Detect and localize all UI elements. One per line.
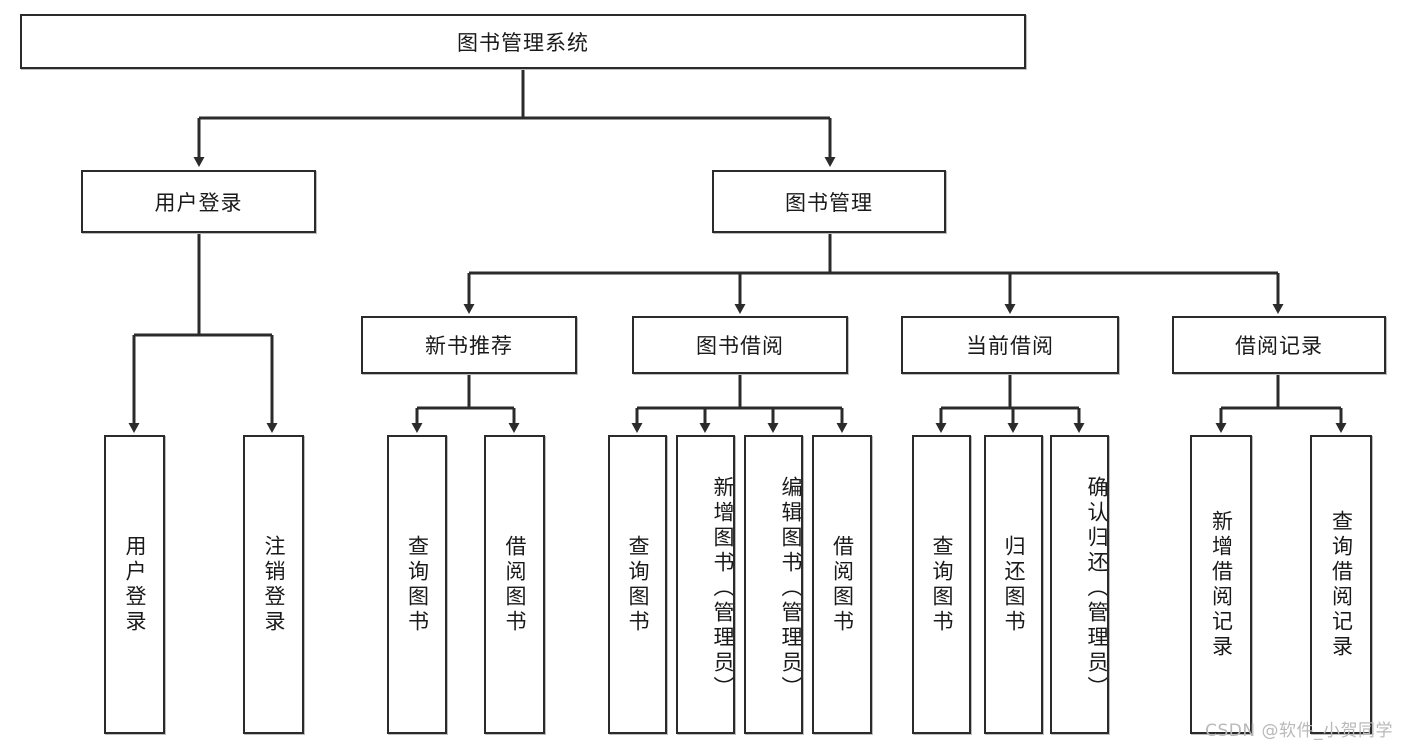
node-leaf-4[interactable]: 查询图书 bbox=[608, 435, 667, 734]
node-level1-0[interactable]: 用户登录 bbox=[81, 170, 316, 233]
node-leaf-8[interactable]: 查询图书 bbox=[912, 435, 971, 734]
node-level2-1-label: 图书借阅 bbox=[696, 334, 784, 358]
node-leaf-0[interactable]: 用户登录 bbox=[104, 435, 165, 734]
node-level2-0-label: 新书推荐 bbox=[425, 334, 513, 358]
node-level2-2-label: 当前借阅 bbox=[966, 334, 1054, 358]
node-level1-1[interactable]: 图书管理 bbox=[712, 170, 946, 233]
node-level1-1-label: 图书管理 bbox=[785, 190, 873, 215]
node-level2-2[interactable]: 当前借阅 bbox=[901, 316, 1119, 374]
node-leaf-11[interactable]: 新增借阅记录 bbox=[1190, 435, 1252, 734]
watermark: CSDN @软件_小贺同学 bbox=[1205, 721, 1393, 741]
node-level2-1[interactable]: 图书借阅 bbox=[632, 316, 848, 374]
node-leaf-5[interactable]: 新增图书（管理员） bbox=[676, 435, 735, 734]
node-leaf-2-label: 查询图书 bbox=[405, 534, 430, 635]
node-level1-0-label: 用户登录 bbox=[154, 190, 243, 215]
node-leaf-1[interactable]: 注销登录 bbox=[243, 435, 304, 734]
node-leaf-11-label: 新增借阅记录 bbox=[1209, 509, 1234, 660]
node-leaf-6[interactable]: 编辑图书（管理员） bbox=[744, 435, 803, 734]
node-leaf-10-label: 确认归还（管理员） bbox=[1085, 476, 1107, 701]
node-leaf-2[interactable]: 查询图书 bbox=[387, 435, 447, 734]
node-leaf-3-label: 借阅图书 bbox=[503, 534, 527, 635]
node-root-system[interactable]: 图书管理系统 bbox=[20, 14, 1026, 69]
node-root-system-label: 图书管理系统 bbox=[457, 30, 589, 55]
node-leaf-12[interactable]: 查询借阅记录 bbox=[1310, 435, 1372, 734]
node-leaf-3[interactable]: 借阅图书 bbox=[484, 435, 545, 734]
node-level2-3[interactable]: 借阅记录 bbox=[1172, 316, 1386, 374]
node-leaf-7[interactable]: 借阅图书 bbox=[812, 435, 872, 734]
node-leaf-6-label: 编辑图书（管理员） bbox=[779, 476, 801, 701]
node-leaf-9[interactable]: 归还图书 bbox=[984, 435, 1043, 734]
node-leaf-7-label: 借阅图书 bbox=[830, 534, 855, 635]
node-leaf-9-label: 归还图书 bbox=[1002, 534, 1026, 635]
node-leaf-5-label: 新增图书（管理员） bbox=[711, 476, 733, 701]
node-level2-3-label: 借阅记录 bbox=[1235, 334, 1323, 358]
node-leaf-0-label: 用户登录 bbox=[123, 534, 147, 635]
node-leaf-4-label: 查询图书 bbox=[626, 534, 650, 635]
node-leaf-10[interactable]: 确认归还（管理员） bbox=[1050, 435, 1109, 734]
node-leaf-1-label: 注销登录 bbox=[262, 534, 286, 635]
node-leaf-12-label: 查询借阅记录 bbox=[1329, 509, 1354, 660]
node-leaf-8-label: 查询图书 bbox=[930, 534, 954, 635]
node-level2-0[interactable]: 新书推荐 bbox=[361, 316, 577, 374]
